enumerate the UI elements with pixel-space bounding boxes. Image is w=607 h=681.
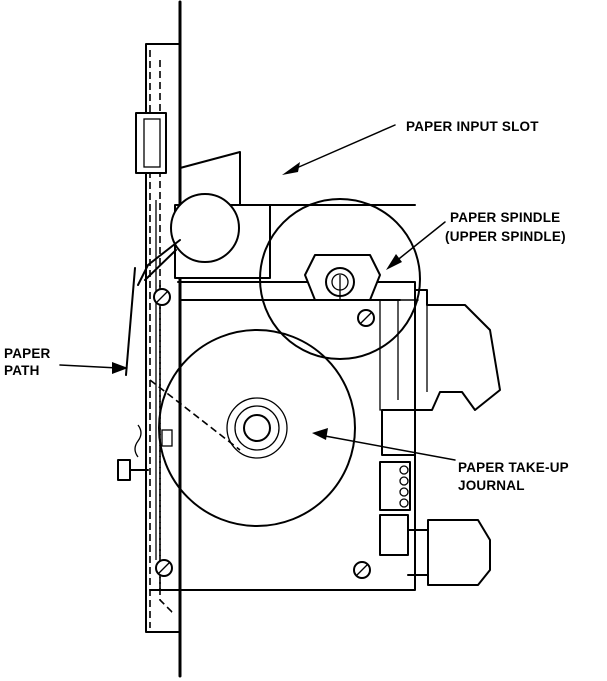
- paper-guide: [125, 239, 181, 376]
- label-paper-input-slot: PAPER INPUT SLOT: [406, 119, 539, 134]
- screw-lower-right: [353, 561, 371, 579]
- terminal-strip: [379, 409, 416, 556]
- arrow-paper-input-slot: [282, 124, 396, 175]
- label-take-up-line1: PAPER TAKE-UP: [458, 460, 569, 475]
- label-paper-path-line1: PAPER: [4, 346, 51, 361]
- left-knob: [117, 424, 173, 481]
- arrow-paper-path: [59, 362, 128, 374]
- connector-upper: [414, 289, 501, 411]
- label-paper-spindle-line1: PAPER SPINDLE: [450, 210, 560, 225]
- mechanism-body: [149, 281, 416, 592]
- take-up-journal: [158, 329, 356, 527]
- label-paper-spindle-line2: (UPPER SPINDLE): [445, 229, 566, 244]
- mounting-screws: [153, 288, 375, 579]
- label-take-up-line2: JOURNAL: [458, 478, 525, 493]
- arrow-take-up-journal: [312, 428, 456, 461]
- screw-upper-left: [153, 288, 171, 306]
- label-paper-path-line2: PATH: [4, 363, 40, 378]
- arrow-paper-spindle: [386, 221, 446, 270]
- connector-lower: [407, 519, 491, 586]
- screw-lower-left: [155, 559, 173, 577]
- panel-latch: [135, 112, 167, 174]
- input-roller-assembly: [170, 151, 416, 279]
- paper-spindle: [259, 198, 421, 360]
- screw-upper-right: [357, 309, 375, 327]
